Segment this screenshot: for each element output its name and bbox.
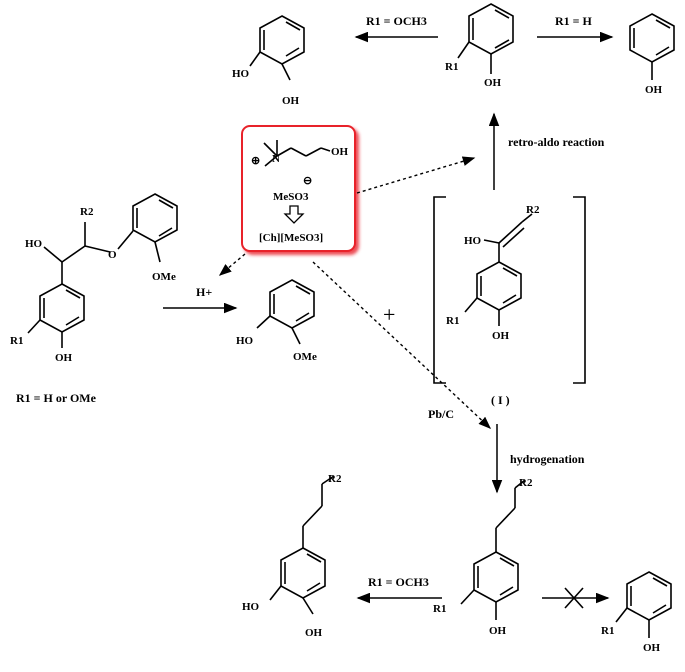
bracket-right [573,196,586,384]
catalyst-box: N ⊕ OH MeSO3 ⊖ [Ch][MeSO3] [241,125,356,252]
dashed-arrow-to-retro [356,156,476,194]
cation-charge: ⊕ [251,155,260,167]
product-oh-label: OH [489,625,507,637]
guaiacol-ome-label: OMe [293,351,317,363]
blocked-cross-2 [564,587,584,609]
ammonium-n-label: N [272,153,280,165]
anion-label: MeSO3 [273,191,309,203]
plus-sign: + [383,302,395,327]
label-r1-och3-top: R1 = OCH3 [366,14,427,28]
intermediate-r2-label: R2 [526,204,540,216]
label-r1-och3-bottom: R1 = OCH3 [368,575,429,589]
product-r2-label: R2 [519,477,533,489]
intermediate-oh-label: OH [492,330,510,342]
guaiacol-ho-label: HO [236,335,254,347]
r1-phenol-r1-label: R1 [445,61,458,73]
dimer-ome-label: OMe [152,271,176,283]
guaiacol: HO OMe [236,279,317,363]
phenol-oh-label: OH [645,84,663,96]
r1-phenol-oh-label: OH [484,77,502,89]
r1-phenol-bottom-r1-label: R1 [601,625,614,637]
intermediate-enol: HO R2 R1 OH [433,196,586,384]
product-r1-label: R1 [433,603,446,615]
label-hydrogenation: hydrogenation [510,452,585,466]
label-intermediate: ( I ) [491,393,510,407]
alkylphenol-product: R2 R1 OH [433,477,533,637]
dimer-oh-label: OH [55,352,73,364]
alkylcatechol-r2-label: R2 [328,473,342,485]
lignin-model-dimer: HO R2 O R1 OH OMe [10,193,178,364]
catechol-oh-label: OH [282,95,300,107]
choline-oh-label: OH [331,146,349,158]
dimer-r1-label: R1 [10,335,23,347]
r1-phenol-bottom: R1 OH [601,571,672,654]
catechol-top: HO OH [232,15,305,107]
phenol-top: OH [629,13,675,96]
dimer-r2-label: R2 [80,206,94,218]
dashed-arrow-to-hplus [218,253,246,276]
dimer-ho-label: HO [25,238,43,250]
dimer-ether-o-label: O [108,249,117,261]
il-name-label: [Ch][MeSO3] [259,232,323,244]
anion-charge: ⊖ [303,175,312,187]
r1-phenol-bottom-oh-label: OH [643,642,661,654]
label-pbc: Pb/C [428,407,454,421]
label-r1-h-top: R1 = H [555,14,593,28]
hollow-arrow-icon [283,205,305,224]
label-retro-aldo: retro-aldo reaction [508,135,605,149]
dashed-arrow-to-hydrogenation [312,261,492,429]
intermediate-ho-label: HO [464,235,482,247]
label-r1-definition: R1 = H or OMe [16,391,97,405]
catechol-ho-label: HO [232,68,250,80]
alkylcatechol-oh-label: OH [305,627,323,639]
label-hplus: H+ [196,285,212,299]
catalyst-box-frame [241,125,356,252]
alkylcatechol-product: R2 HO OH [242,473,342,639]
alkylcatechol-ho-label: HO [242,601,260,613]
bracket-left [433,196,446,384]
r1-phenol-top: R1 OH [445,3,514,89]
intermediate-r1-label: R1 [446,315,459,327]
